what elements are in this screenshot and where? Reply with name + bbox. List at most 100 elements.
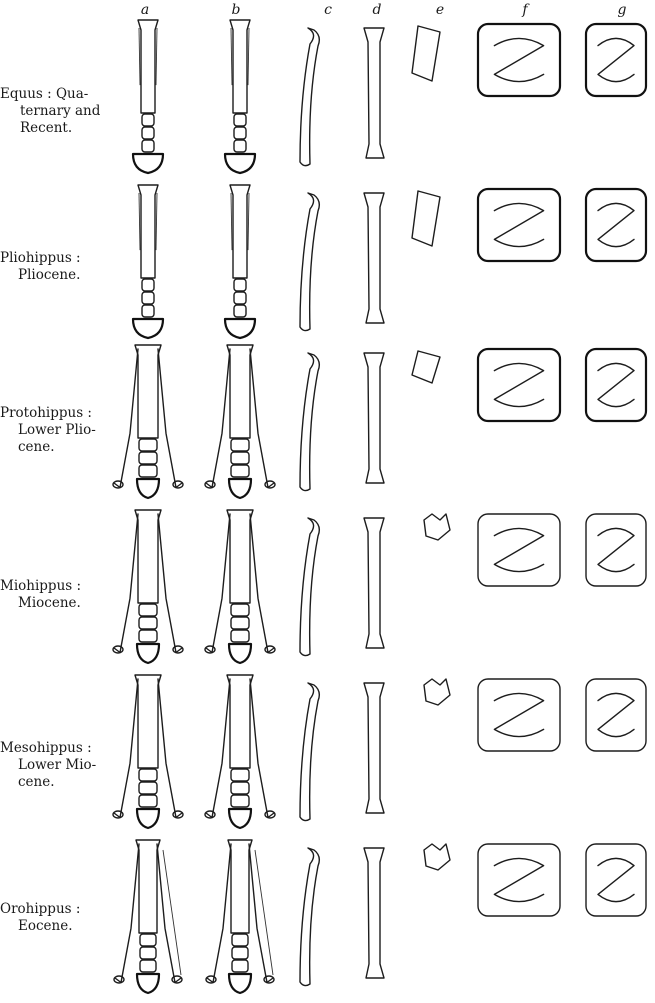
miohippus-hindfoot-side-hoof <box>265 646 275 653</box>
orohippus-forefoot-side-toe <box>157 844 181 983</box>
protohippus-forefoot-phalanx <box>139 465 157 477</box>
miohippus-forefoot-phalanx <box>139 630 157 642</box>
miohippus-hindfoot-side-toe <box>206 514 230 653</box>
orohippus-lower-molar-enamel <box>598 858 634 901</box>
pliohippus-hindfoot-hoof <box>225 319 255 338</box>
orohippus-forefoot-side-toe <box>115 844 139 983</box>
miohippus-hindfoot-phalanx <box>231 617 249 629</box>
miohippus-forefoot-side-toe <box>158 514 182 653</box>
equus-forefoot-splint-bone <box>139 28 140 85</box>
protohippus-hindfoot-side-toe <box>250 349 274 488</box>
pliohippus-hindfoot-splint-bone <box>248 193 249 250</box>
mesohippus-forefoot-side-hoof <box>113 811 123 818</box>
miohippus-forefoot-side-hoof <box>113 646 123 653</box>
orohippus-hindfoot-side-toe <box>207 844 231 983</box>
protohippus-hindfoot-phalanx <box>231 465 249 477</box>
miohippus-forefoot-side-toe <box>114 514 138 653</box>
orohippus-hindfoot-phalanx <box>232 934 248 946</box>
mesohippus-forefoot-side-toe <box>114 679 138 818</box>
miohippus-forefoot-phalanx <box>139 604 157 616</box>
miohippus-lower-molar-enamel <box>598 528 634 571</box>
equus-hindfoot-phalanx <box>234 127 246 139</box>
mesohippus-hindfoot-side-toe <box>250 679 274 818</box>
protohippus-hindfoot-phalanx <box>231 439 249 451</box>
orohippus-hindfoot-side-hoof <box>264 976 274 983</box>
miohippus-incisor <box>424 514 450 540</box>
equus-tibia <box>364 28 384 158</box>
equus-forefoot-hoof <box>133 154 163 173</box>
mesohippus-hindfoot-side-hoof <box>205 811 215 818</box>
pliohippus-hindfoot-splint-bone <box>231 193 232 250</box>
equus-hindfoot-cannon-bone <box>230 20 250 113</box>
protohippus-hindfoot-side-toe <box>206 349 230 488</box>
miohippus-hindfoot-phalanx <box>231 630 249 642</box>
pliohippus-tibia <box>364 193 384 323</box>
protohippus-incisor <box>412 351 440 383</box>
miohippus-upper-molar-enamel <box>494 528 543 571</box>
mesohippus-hindfoot-phalanx <box>231 795 249 807</box>
orohippus-forefoot-phalanx <box>140 947 156 959</box>
protohippus-hindfoot-side-hoof <box>205 481 215 488</box>
orohippus-tibia <box>364 848 384 978</box>
equus-forefoot-phalanx <box>142 114 154 126</box>
equus-hindfoot-splint-bone <box>248 28 249 85</box>
protohippus-lower-molar-enamel <box>598 363 634 406</box>
pliohippus-hindfoot-phalanx <box>234 305 246 317</box>
protohippus-hindfoot-cannon-bone <box>227 345 253 438</box>
orohippus-forefoot-phalanx <box>140 960 156 972</box>
equus-hindfoot-phalanx <box>234 140 246 152</box>
protohippus-forefoot-side-toe <box>158 349 182 488</box>
mesohippus-incisor <box>424 679 450 705</box>
equus-hindfoot-hoof <box>225 154 255 173</box>
orohippus-hindfoot-hoof <box>229 974 251 993</box>
orohippus-hindfoot-side-hoof <box>206 976 216 983</box>
equus-upper-molar-enamel <box>494 38 543 81</box>
equus-forefoot-phalanx <box>142 140 154 152</box>
pliohippus-forefoot-phalanx <box>142 292 154 304</box>
miohippus-forefoot-cannon-bone <box>135 510 161 603</box>
equus-radius <box>300 28 319 166</box>
protohippus-hindfoot-side-hoof <box>265 481 275 488</box>
pliohippus-forefoot-cannon-bone <box>138 185 158 278</box>
miohippus-forefoot-side-hoof <box>173 646 183 653</box>
orohippus-forefoot-extra-toe <box>163 850 181 975</box>
mesohippus-forefoot-side-hoof <box>173 811 183 818</box>
protohippus-forefoot-cannon-bone <box>135 345 161 438</box>
mesohippus-forefoot-phalanx <box>139 795 157 807</box>
pliohippus-forefoot-hoof <box>133 319 163 338</box>
miohippus-hindfoot-phalanx <box>231 604 249 616</box>
orohippus-incisor <box>424 844 450 870</box>
mesohippus-lower-molar-enamel <box>598 693 634 736</box>
orohippus-radius <box>300 848 319 986</box>
protohippus-forefoot-phalanx <box>139 439 157 451</box>
miohippus-forefoot-hoof <box>137 644 159 663</box>
protohippus-forefoot-side-toe <box>114 349 138 488</box>
protohippus-forefoot-side-hoof <box>173 481 183 488</box>
mesohippus-hindfoot-cannon-bone <box>227 675 253 768</box>
pliohippus-hindfoot-cannon-bone <box>230 185 250 278</box>
miohippus-forefoot-phalanx <box>139 617 157 629</box>
pliohippus-hindfoot-phalanx <box>234 292 246 304</box>
pliohippus-forefoot-splint-bone <box>139 193 140 250</box>
mesohippus-forefoot-side-toe <box>158 679 182 818</box>
mesohippus-hindfoot-phalanx <box>231 769 249 781</box>
equus-forefoot-phalanx <box>142 127 154 139</box>
orohippus-hindfoot-cannon-bone <box>228 840 252 933</box>
miohippus-tibia <box>364 518 384 648</box>
miohippus-hindfoot-side-toe <box>250 514 274 653</box>
mesohippus-forefoot-phalanx <box>139 769 157 781</box>
mesohippus-hindfoot-hoof <box>229 809 251 828</box>
protohippus-upper-molar-enamel <box>494 363 543 406</box>
miohippus-hindfoot-hoof <box>229 644 251 663</box>
protohippus-radius <box>300 353 319 491</box>
equus-lower-molar-enamel <box>598 38 634 81</box>
orohippus-hindfoot-side-toe <box>249 844 273 983</box>
pliohippus-hindfoot-phalanx <box>234 279 246 291</box>
pliohippus-forefoot-phalanx <box>142 305 154 317</box>
orohippus-forefoot-phalanx <box>140 934 156 946</box>
mesohippus-upper-molar-enamel <box>494 693 543 736</box>
orohippus-forefoot-hoof <box>137 974 159 993</box>
pliohippus-upper-molar-enamel <box>494 203 543 246</box>
